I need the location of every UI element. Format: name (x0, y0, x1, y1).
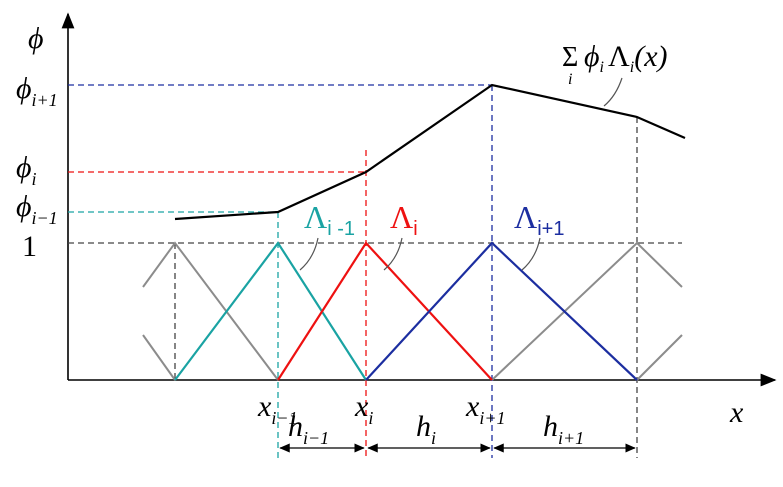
y-tick-phi-i-plus-1: ϕi+1 (16, 72, 58, 110)
label-lambda-i: Λi (390, 199, 418, 240)
x-tick-x-i: xi (354, 390, 373, 428)
basis-gray-left-outer (142, 241, 279, 381)
leader-lambda-i-plus-1 (521, 237, 541, 271)
h-label-i: hi (416, 410, 436, 448)
h-label-i-minus-1: hi−1 (288, 410, 329, 448)
leader-lambda-i (383, 237, 403, 271)
sum-sigma: Σ (562, 42, 578, 73)
basis-gray-right-edge (636, 334, 683, 381)
x-tick-x-i-plus-1: xi+1 (465, 390, 505, 428)
sum-sigma-sub: i (568, 71, 572, 88)
interpolant-curve (174, 83, 686, 221)
y-tick-phi-i-minus-1: ϕi−1 (16, 190, 58, 228)
x-tick-x-i-minus-1: xi−1 (257, 390, 297, 428)
sum-lambda: Λi(x) (608, 40, 668, 76)
y-axis-label: ϕ (28, 22, 44, 55)
basis-lambda-i-plus-1 (365, 241, 638, 381)
x-axis-label: x (729, 396, 744, 429)
basis-lambda-i (277, 241, 493, 381)
sum-phi: ϕi (584, 40, 604, 76)
basis-gray-right (491, 241, 683, 381)
h-label-i-plus-1: hi+1 (543, 410, 584, 448)
leader-sum (603, 77, 623, 107)
label-lambda-i-minus-1: Λi -1 (304, 199, 355, 240)
basis-gray-left-edge (142, 334, 176, 381)
y-tick-one: 1 (22, 230, 37, 263)
y-tick-phi-i: ϕi (16, 151, 37, 189)
basis-lambda-i-minus-1 (174, 241, 367, 381)
leader-lambda-i-minus-1 (299, 237, 319, 271)
label-lambda-i-plus-1: Λi+1 (514, 199, 564, 240)
sum-label: Σ i ϕi Λi(x) (562, 40, 668, 88)
